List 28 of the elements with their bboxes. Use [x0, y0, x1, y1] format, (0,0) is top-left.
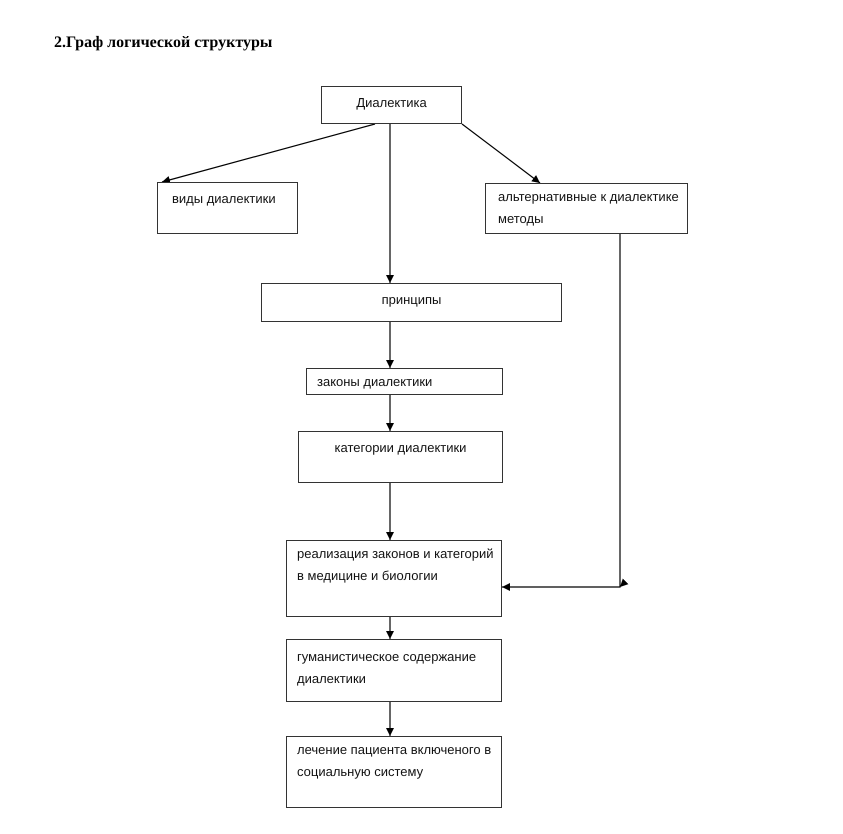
process-box: [298, 431, 503, 483]
arrow: [462, 124, 540, 184]
arrow: [386, 483, 394, 540]
process-box: [286, 540, 502, 617]
arrow: [386, 702, 394, 736]
box-label: Диалектика: [355, 94, 428, 112]
box-label: гуманистическое содержание диалектики: [297, 648, 478, 688]
process-box: [286, 639, 502, 702]
box-label: законы диалектики: [317, 373, 434, 391]
process-box: [321, 86, 462, 124]
arrow: [386, 617, 394, 639]
box-label: принципы: [380, 291, 442, 309]
process-box: [306, 368, 503, 395]
arrow: [386, 124, 394, 283]
process-box: [261, 283, 562, 322]
box-label: виды диалектики: [172, 190, 277, 208]
process-box: [286, 736, 502, 808]
box-label: лечение пациента включеного в социальную систему: [297, 741, 492, 781]
arrow: [386, 322, 394, 368]
arrow: [386, 395, 394, 431]
arrow: [162, 123, 376, 184]
box-label: реализация законов и категорий в медицине и биологии: [297, 545, 495, 585]
arrow: [502, 234, 628, 591]
process-box: [485, 183, 688, 234]
box-label: категории диалектики: [334, 439, 468, 457]
diagram-title: 2.Граф логической структуры: [54, 34, 272, 52]
box-label: альтернативные к диалектике методы: [498, 188, 680, 228]
process-box: [157, 182, 298, 234]
